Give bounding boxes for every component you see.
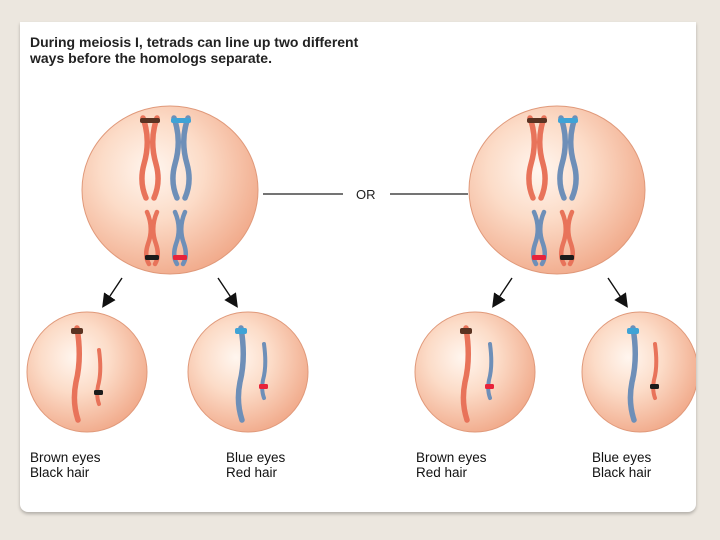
left-large-blue-chromosome <box>170 115 192 201</box>
daughter-cell-2 <box>187 311 309 433</box>
parent-cell-left <box>81 105 259 275</box>
brown-allele-band <box>527 118 547 123</box>
outcome-2-eyes: Blue eyes <box>226 450 286 465</box>
brown-allele-band <box>460 328 472 334</box>
outcome-label-2: Blue eyes Red hair <box>226 450 285 480</box>
small-red-chromatid <box>651 342 659 400</box>
black-allele-band <box>560 255 574 260</box>
or-label: OR <box>356 187 376 202</box>
red-allele-band <box>173 255 187 260</box>
outcome-4-hair: Black hair <box>592 465 652 480</box>
arrow-left-2 <box>217 277 238 308</box>
arrow-right-1 <box>492 277 513 308</box>
right-large-red-chromosome <box>526 115 548 201</box>
red-allele-band <box>259 384 268 389</box>
large-blue-chromatid <box>235 325 246 423</box>
caption-line-1: During meiosis I, tetrads can line up tw… <box>30 34 359 50</box>
large-red-chromatid <box>71 325 82 423</box>
small-blue-chromatid <box>486 342 494 400</box>
daughter-cell-1 <box>26 311 148 433</box>
blue-allele-band <box>171 118 191 123</box>
meiosis-diagram <box>26 105 696 433</box>
red-allele-band <box>485 384 494 389</box>
left-large-red-chromosome <box>139 115 161 201</box>
daughter-cell-4 <box>581 311 696 433</box>
blue-allele-band <box>558 118 578 123</box>
caption: During meiosis I, tetrads can line up tw… <box>30 34 360 66</box>
slide-panel: During meiosis I, tetrads can line up tw… <box>20 22 696 512</box>
blue-allele-band <box>235 328 247 334</box>
outcome-label-1: Brown eyes Black hair <box>30 450 101 480</box>
black-allele-band <box>650 384 659 389</box>
caption-line-2: ways before the homologs separate. <box>30 50 272 66</box>
outcome-1-eyes: Brown eyes <box>30 450 101 465</box>
right-large-blue-chromosome <box>557 115 579 201</box>
large-red-chromatid <box>460 325 471 423</box>
outcome-3-eyes: Brown eyes <box>416 450 487 465</box>
large-blue-chromatid <box>627 325 638 423</box>
outcome-1-hair: Black hair <box>30 465 90 480</box>
brown-allele-band <box>140 118 160 123</box>
parent-cell-right <box>468 105 646 275</box>
arrow-right-2 <box>607 277 628 308</box>
brown-allele-band <box>71 328 83 334</box>
outcome-3-hair: Red hair <box>416 465 468 480</box>
outcome-label-4: Blue eyes Black hair <box>592 450 651 480</box>
small-red-chromatid <box>95 348 103 406</box>
small-blue-chromatid <box>260 342 268 400</box>
black-allele-band <box>145 255 159 260</box>
red-allele-band <box>532 255 546 260</box>
blue-allele-band <box>627 328 639 334</box>
outcome-label-3: Brown eyes Red hair <box>416 450 487 480</box>
black-allele-band <box>94 390 103 395</box>
daughter-cell-3 <box>414 311 536 433</box>
outcome-4-eyes: Blue eyes <box>592 450 652 465</box>
outcome-2-hair: Red hair <box>226 465 278 480</box>
arrow-left-1 <box>102 277 123 308</box>
